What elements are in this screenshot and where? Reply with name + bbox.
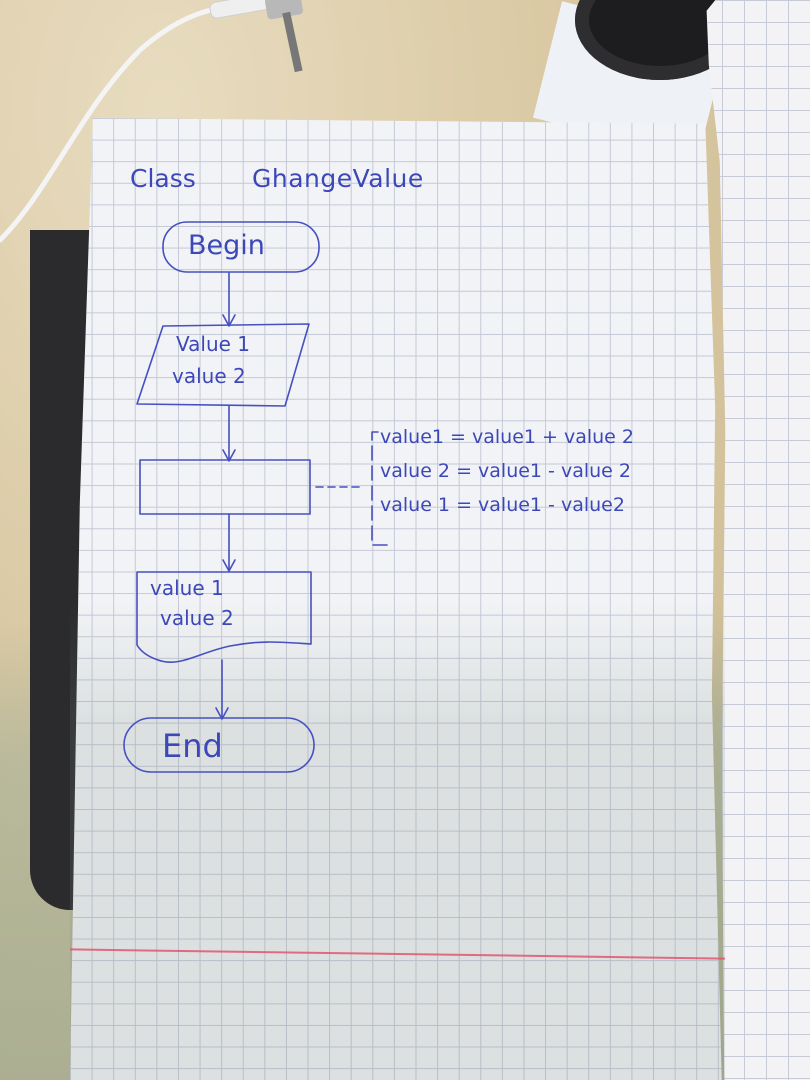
- class-keyword: Class: [130, 164, 196, 193]
- process-line-3: value 1 = value1 - value2: [380, 494, 625, 516]
- earphone-cable: [0, 0, 304, 243]
- process-line-2: value 2 = value1 - value 2: [380, 460, 631, 482]
- process-line-1: value1 = value1 + value 2: [380, 426, 634, 448]
- input-line-2: value 2: [172, 364, 246, 388]
- input-line-1: Value 1: [176, 332, 251, 356]
- output-line-1: value 1: [150, 576, 224, 600]
- output-line-2: value 2: [160, 606, 234, 630]
- end-label: End: [162, 727, 223, 765]
- begin-label: Begin: [188, 230, 265, 261]
- class-name: GhangeValue: [252, 164, 424, 193]
